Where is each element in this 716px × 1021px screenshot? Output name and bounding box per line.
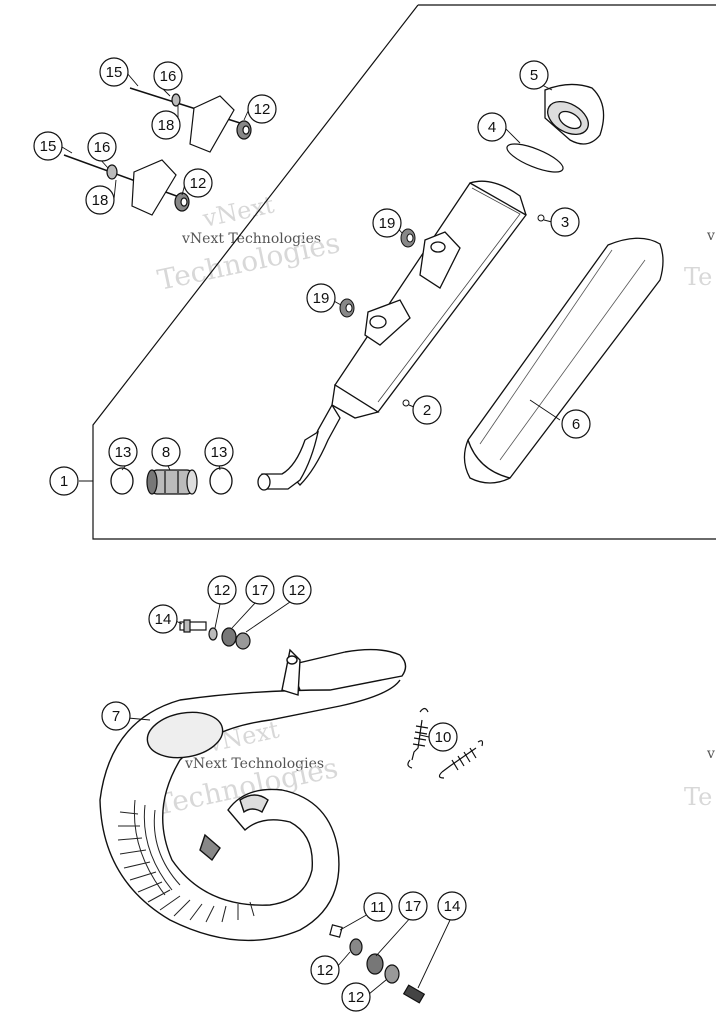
- callout-6-label: 6: [572, 416, 580, 433]
- callout-4-label: 4: [488, 119, 496, 136]
- end-cap: [544, 83, 605, 145]
- callout-19-a: 19: [372, 208, 402, 238]
- callout-13-b-label: 13: [211, 444, 228, 461]
- grommet-19b: [339, 298, 355, 318]
- watermark-edge-v-2: v: [706, 746, 715, 762]
- gasket-ring: [506, 143, 564, 173]
- fastener-set-upper: [179, 619, 251, 650]
- callout-15-a-label: 15: [106, 64, 123, 81]
- callout-7-label: 7: [112, 708, 120, 725]
- callout-14-a-label: 14: [155, 611, 172, 628]
- callout-13-a: 13: [108, 437, 138, 467]
- gasket-13a: [110, 467, 134, 495]
- callout-14-b: 14: [437, 891, 467, 921]
- callout-19-b-label: 19: [313, 290, 330, 307]
- callout-12-b: 12: [183, 168, 213, 198]
- callout-17-b: 17: [398, 891, 428, 921]
- callout-8-label: 8: [162, 444, 170, 461]
- callout-18-b: 18: [85, 185, 115, 215]
- callout-10: 10: [428, 722, 458, 752]
- callout-6: 6: [561, 409, 591, 439]
- callout-1: 1: [49, 466, 79, 496]
- callout-15-a: 15: [99, 57, 129, 87]
- callout-18-a-label: 18: [158, 117, 175, 134]
- callout-16-b-label: 16: [94, 139, 111, 156]
- callout-17-a-label: 17: [252, 582, 269, 599]
- link-pipe: [257, 430, 319, 491]
- watermark-edge-te: Te: [684, 263, 712, 291]
- watermark-vnext: vNext: [199, 190, 277, 233]
- watermark-company: vNext Technologies: [181, 231, 321, 247]
- gasket-13b: [209, 467, 233, 495]
- watermark-edge-v: v: [706, 228, 715, 244]
- watermark-company-2: vNext Technologies: [184, 756, 324, 772]
- callout-12-c-label: 12: [214, 582, 231, 599]
- bracket-lower: [63, 154, 190, 216]
- exhaust-pipe: [99, 648, 407, 942]
- callout-12-d-label: 12: [289, 582, 306, 599]
- callout-15-b-label: 15: [40, 138, 57, 155]
- silencer-sleeve: [463, 237, 664, 484]
- callout-12-a-label: 12: [254, 101, 271, 118]
- callout-7: 7: [101, 701, 131, 731]
- callout-12-b-label: 12: [190, 175, 207, 192]
- callout-4: 4: [477, 112, 507, 142]
- screw-3: [537, 214, 545, 222]
- callout-13-b: 13: [204, 437, 234, 467]
- callout-2-label: 2: [423, 402, 431, 419]
- sleeve-8: [146, 469, 198, 495]
- callout-3-label: 3: [561, 214, 569, 231]
- callout-12-e: 12: [310, 955, 340, 985]
- callout-14-a: 14: [148, 604, 178, 634]
- callout-5-label: 5: [530, 67, 538, 84]
- callout-5: 5: [519, 60, 549, 90]
- callout-15-b: 15: [33, 131, 63, 161]
- callout-14-b-label: 14: [444, 898, 461, 915]
- callout-1-label: 1: [60, 473, 68, 490]
- callout-18-a: 18: [151, 110, 181, 140]
- callout-13-a-label: 13: [115, 444, 132, 461]
- spring-10a: [407, 707, 429, 769]
- callout-3: 3: [550, 207, 580, 237]
- callout-16-a: 16: [153, 61, 183, 91]
- pipe-ribs: [117, 799, 255, 923]
- callout-12-a: 12: [247, 94, 277, 124]
- callout-17-a: 17: [245, 575, 275, 605]
- callout-12-c: 12: [207, 575, 237, 605]
- callout-12-e-label: 12: [317, 962, 334, 979]
- spring-10b: [438, 740, 484, 779]
- callout-10-label: 10: [435, 729, 452, 746]
- silencer-body: [291, 180, 527, 486]
- callout-12-d: 12: [282, 575, 312, 605]
- callout-2: 2: [412, 395, 442, 425]
- callout-8: 8: [151, 437, 181, 467]
- callout-19-b: 19: [306, 283, 336, 313]
- callout-19-a-label: 19: [379, 215, 396, 232]
- screw-2: [402, 399, 410, 407]
- assembly-outline: [92, 4, 716, 540]
- callout-16-a-label: 16: [160, 68, 177, 85]
- bracket-upper: [129, 87, 252, 153]
- callout-12-f: 12: [341, 982, 371, 1012]
- callout-11-label: 11: [370, 899, 386, 916]
- callout-16-b: 16: [87, 132, 117, 162]
- callout-11: 11: [363, 892, 393, 922]
- fastener-set-lower: [329, 924, 426, 1004]
- callout-18-b-label: 18: [92, 192, 109, 209]
- watermark-edge-te-2: Te: [684, 783, 712, 811]
- callouts: 1 2 3 4 5 6 7 8 10 11 12 12 12 12 12 12 …: [33, 57, 591, 1012]
- callout-17-b-label: 17: [405, 898, 422, 915]
- callout-12-f-label: 12: [348, 989, 365, 1006]
- grommet-19a: [400, 228, 416, 248]
